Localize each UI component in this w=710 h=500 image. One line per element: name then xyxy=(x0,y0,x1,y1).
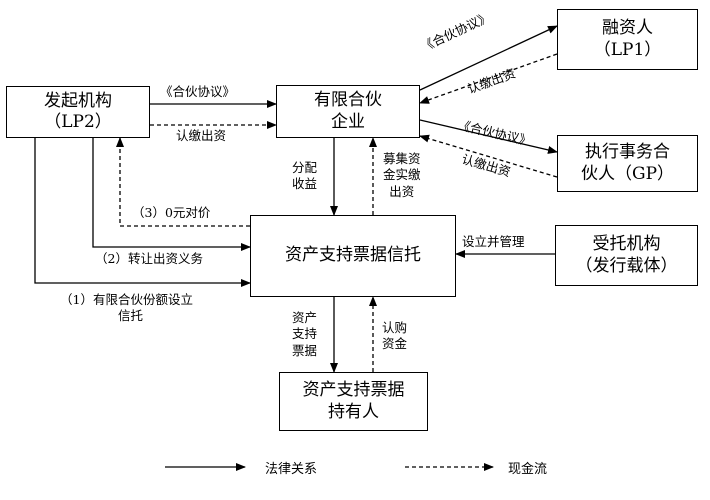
node-holder: 资产支持票据 持有人 xyxy=(279,372,428,431)
node-gp-line1: 执行事务合 xyxy=(585,142,670,163)
label-subscription-line1: 认购 xyxy=(382,320,408,335)
arrow-lp1-partnership-agreement xyxy=(410,25,558,98)
label-set-up-trust-line1: （1）有限合伙份额设立 xyxy=(60,292,193,307)
arrow-trust-lp2-zero-price xyxy=(116,137,250,227)
arrow-gp-partnership-agreement xyxy=(410,114,558,154)
label-subscription-line2: 资金 xyxy=(382,336,408,352)
node-lp1: 融资人 （LP1） xyxy=(557,9,698,70)
label-notes-line3: 票据 xyxy=(292,342,318,358)
label-lp2-agreement: 《合伙协议》 xyxy=(160,84,236,99)
node-gp: 执行事务合 伙人（GP） xyxy=(557,135,698,192)
node-lp2: 发起机构 （LP2） xyxy=(6,86,150,138)
node-trust-line1: 资产支持票据信托 xyxy=(285,245,421,266)
label-notes: 资产 支持 票据 xyxy=(292,310,317,359)
node-trust: 资产支持票据信托 xyxy=(250,215,456,297)
node-trustee: 受托机构 （发行载体） xyxy=(555,225,698,286)
node-lp1-line1: 融资人 xyxy=(602,18,653,39)
legend-legal-label: 法律关系 xyxy=(265,462,318,477)
node-partnership: 有限合伙 企业 xyxy=(276,85,420,138)
label-set-up-trust: （1）有限合伙份额设立 信托 xyxy=(60,292,193,325)
node-lp1-line2: （LP1） xyxy=(593,39,662,60)
node-gp-line2: 伙人（GP） xyxy=(580,163,675,184)
node-lp2-line1: 发起机构 xyxy=(44,90,112,111)
node-lp2-line2: （LP2） xyxy=(44,112,112,132)
label-distribution-line1: 分配 xyxy=(292,160,318,175)
label-establish-manage: 设立并管理 xyxy=(462,234,525,249)
arrow-lp1-partnership-capital xyxy=(419,53,558,104)
node-trustee-line2: （发行载体） xyxy=(575,255,678,276)
label-raise-funds-line3: 出资 xyxy=(389,183,415,199)
label-transfer-obligation: （2）转让出资义务 xyxy=(95,251,203,266)
node-holder-line2: 持有人 xyxy=(328,401,379,422)
label-raise-funds: 募集资 金实缴 出资 xyxy=(383,151,421,200)
label-raise-funds-line1: 募集资 xyxy=(383,151,421,166)
legend-cash-label: 现金流 xyxy=(508,462,548,477)
arrow-gp-partnership-capital xyxy=(419,134,558,178)
label-notes-line1: 资产 xyxy=(292,310,318,325)
label-lp2-capital: 认缴出资 xyxy=(176,128,227,143)
node-holder-line1: 资产支持票据 xyxy=(302,380,405,401)
node-trustee-line1: 受托机构 xyxy=(592,234,661,255)
label-subscription: 认购 资金 xyxy=(382,320,407,353)
label-set-up-trust-line2: 信托 xyxy=(118,308,144,324)
label-notes-line2: 支持 xyxy=(292,326,318,342)
arrow-lp2-trust-transfer xyxy=(92,138,251,251)
arrow-lp2-trust-setup xyxy=(34,138,251,287)
label-raise-funds-line2: 金实缴 xyxy=(383,167,421,183)
label-distribution-line2: 收益 xyxy=(292,176,318,192)
node-partnership-line1: 有限合伙 xyxy=(314,90,382,111)
node-partnership-line2: 企业 xyxy=(331,111,365,132)
label-distribution: 分配 收益 xyxy=(292,160,317,193)
label-zero-price: （3）0元对价 xyxy=(132,205,211,220)
